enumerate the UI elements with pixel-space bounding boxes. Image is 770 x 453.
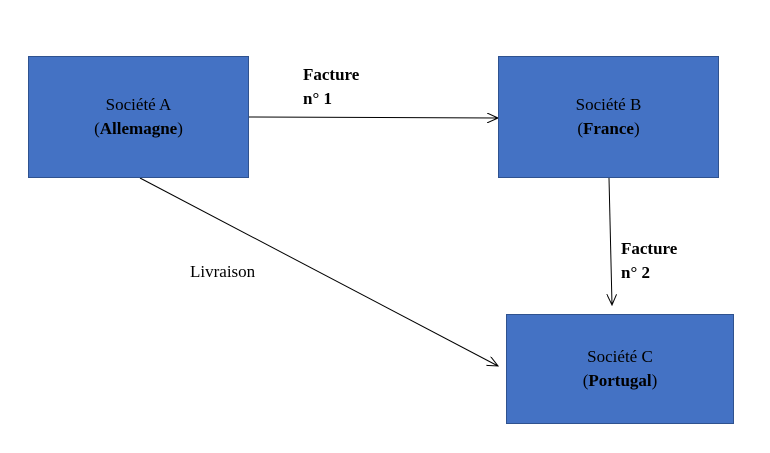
invoice-2-label: Facture n° 2 [621, 237, 677, 285]
company-a-name: Société A [105, 95, 172, 114]
company-c-country: (Portugal) [582, 371, 658, 390]
company-a-country: (Allemagne) [94, 119, 183, 138]
delivery-label: Livraison [190, 262, 256, 281]
company-c-name: Société C [587, 347, 653, 366]
company-a-country-name: Allemagne [99, 119, 178, 138]
invoice-2-title: Facture [621, 239, 678, 258]
company-c-country-name: Portugal [588, 371, 652, 390]
invoice-1-title: Facture [303, 65, 360, 84]
company-a-box: Société A (Allemagne) [28, 56, 249, 178]
company-b-country-name: France [583, 119, 634, 138]
company-b-box: Société B (France) [498, 56, 719, 178]
company-b-country: (France) [577, 119, 640, 138]
invoice-2-number: n° 2 [621, 263, 651, 282]
invoice-1-number: n° 1 [303, 89, 333, 108]
company-c-box: Société C (Portugal) [506, 314, 734, 424]
arrow-b-to-c [609, 177, 612, 305]
invoice-1-label: Facture n° 1 [303, 63, 359, 111]
arrow-a-to-b [248, 117, 498, 118]
arrow-a-to-c [139, 177, 498, 366]
company-b-name: Société B [575, 95, 642, 114]
